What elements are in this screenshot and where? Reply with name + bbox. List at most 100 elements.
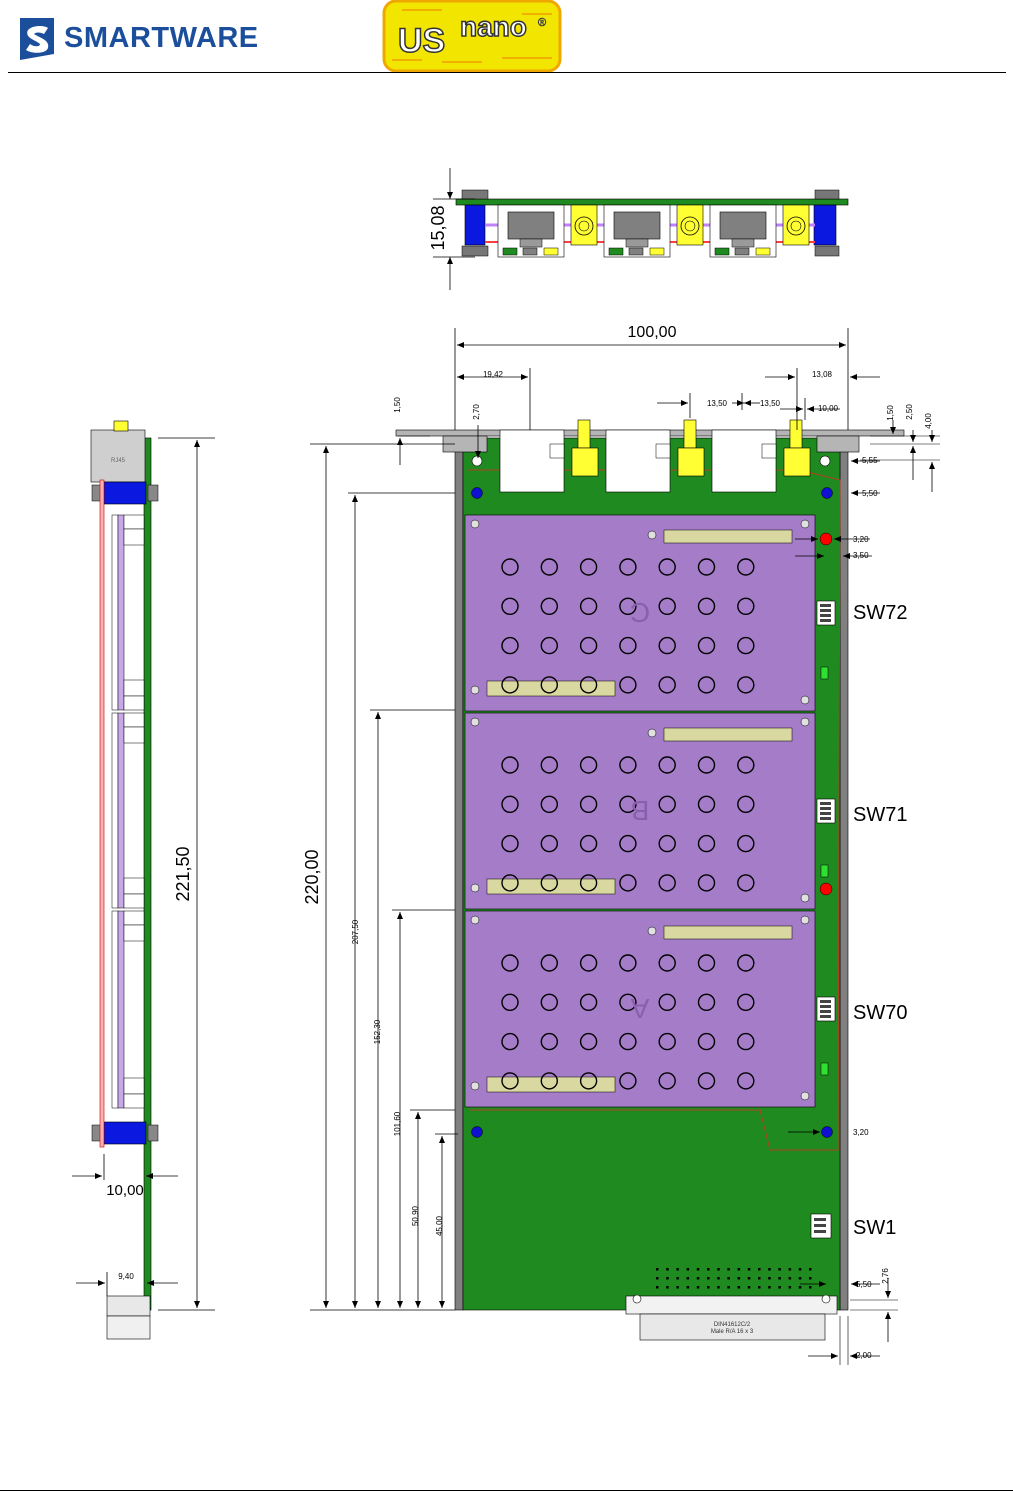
din-pin [697,1268,700,1271]
header-side [124,925,144,941]
din-pin [789,1268,792,1271]
led-yellow [756,248,770,255]
module-edge [118,515,124,710]
module-hole [471,1082,479,1090]
din-pin [738,1268,741,1271]
dip-lever [820,609,831,612]
front-port-group [498,205,597,257]
led-green [715,248,729,255]
din-label-line2: Male R/A 16 x 3 [711,1329,754,1335]
din-pin [758,1277,761,1280]
module-hole [471,916,479,924]
dim-label: 2,70 [472,404,481,420]
rj45-port [712,430,776,492]
rj45-tab [626,239,648,247]
header-side [124,713,144,727]
header-side [124,529,144,545]
din-pin [799,1277,802,1280]
din-pin [707,1277,710,1280]
switch-label-sw1: SW1 [853,1217,896,1239]
din-pin [666,1277,669,1280]
dim-label: 152,30 [373,1019,382,1044]
led-green [503,248,517,255]
dim-label: 2,00 [856,1351,872,1360]
led-green [609,248,623,255]
dim-label: 5,50 [856,1280,872,1289]
sma-barrel [684,420,696,448]
module-hole [648,729,656,737]
module-hole [801,520,809,528]
din-pin [748,1268,751,1271]
led-green [821,667,828,679]
rj45-port [606,430,670,492]
led-red [820,883,832,895]
dim-label: 13,50 [707,399,728,408]
din-pin [707,1268,710,1271]
led-red [820,533,832,545]
header-side [124,1094,144,1108]
dim-label: 220,00 [302,849,322,904]
rj45-tab [520,239,542,247]
module-a: A [465,911,835,1107]
side-view: RJ45 [91,421,158,1339]
switch-label-sw72: SW72 [853,602,907,624]
din-pin [768,1286,771,1289]
dim-label: 5,55 [862,456,878,465]
module-edge [118,713,124,908]
module-hole [648,531,656,539]
dim-label: 15,08 [428,205,448,250]
module-letter: C [630,597,650,628]
header-side [124,1078,144,1094]
din-pin [687,1286,690,1289]
din-pin [656,1277,659,1280]
din-pin [697,1277,700,1280]
front-port-group [604,205,703,257]
module-hole [471,520,479,528]
din-pin [656,1286,659,1289]
led-yellow [650,248,664,255]
mount-hole [822,488,833,499]
dim-label: 9,40 [118,1272,134,1281]
din-pin [707,1286,710,1289]
dip-lever [820,614,831,617]
dim-label: 2,50 [905,404,914,420]
dim-label: 10,00 [818,404,839,413]
dip-lever [820,1000,831,1003]
module-letter: B [631,795,650,826]
module-hole [471,686,479,694]
module-hole [801,894,809,902]
din-pin [717,1286,720,1289]
mount-hole [472,488,483,499]
dim-label: 1,50 [886,405,895,421]
front-port-group [710,205,809,257]
dim-label: 3,50 [853,551,869,560]
din-pin [778,1277,781,1280]
dim-label: 13,50 [760,399,781,408]
rj45-port [500,430,564,492]
din-pin [738,1286,741,1289]
rj45-socket [508,212,554,239]
header-side [124,696,144,710]
module-hole [801,696,809,704]
din-pin [748,1277,751,1280]
din-pin [758,1268,761,1271]
sma-body [572,448,598,476]
led-grey [629,248,643,255]
module-letter: A [630,993,649,1024]
main-board-view: CBA DIN41612C/2 Male R/A 16 x 3 [396,420,904,1340]
dip-lever [820,604,831,607]
din-pin [789,1286,792,1289]
side-view-dimensions: 221,50 10,00 9,40 [72,438,215,1310]
din-pin [676,1268,679,1271]
mount-hole [472,1127,483,1138]
dim-label: 10,00 [106,1182,144,1199]
led-grey [735,248,749,255]
dip-lever [820,802,831,805]
dim-label: 207,50 [351,919,360,944]
module-hole [801,1092,809,1100]
din-pin [676,1286,679,1289]
din-pin [809,1277,812,1280]
led-yellow [544,248,558,255]
switch-label-sw70: SW70 [853,1002,907,1024]
